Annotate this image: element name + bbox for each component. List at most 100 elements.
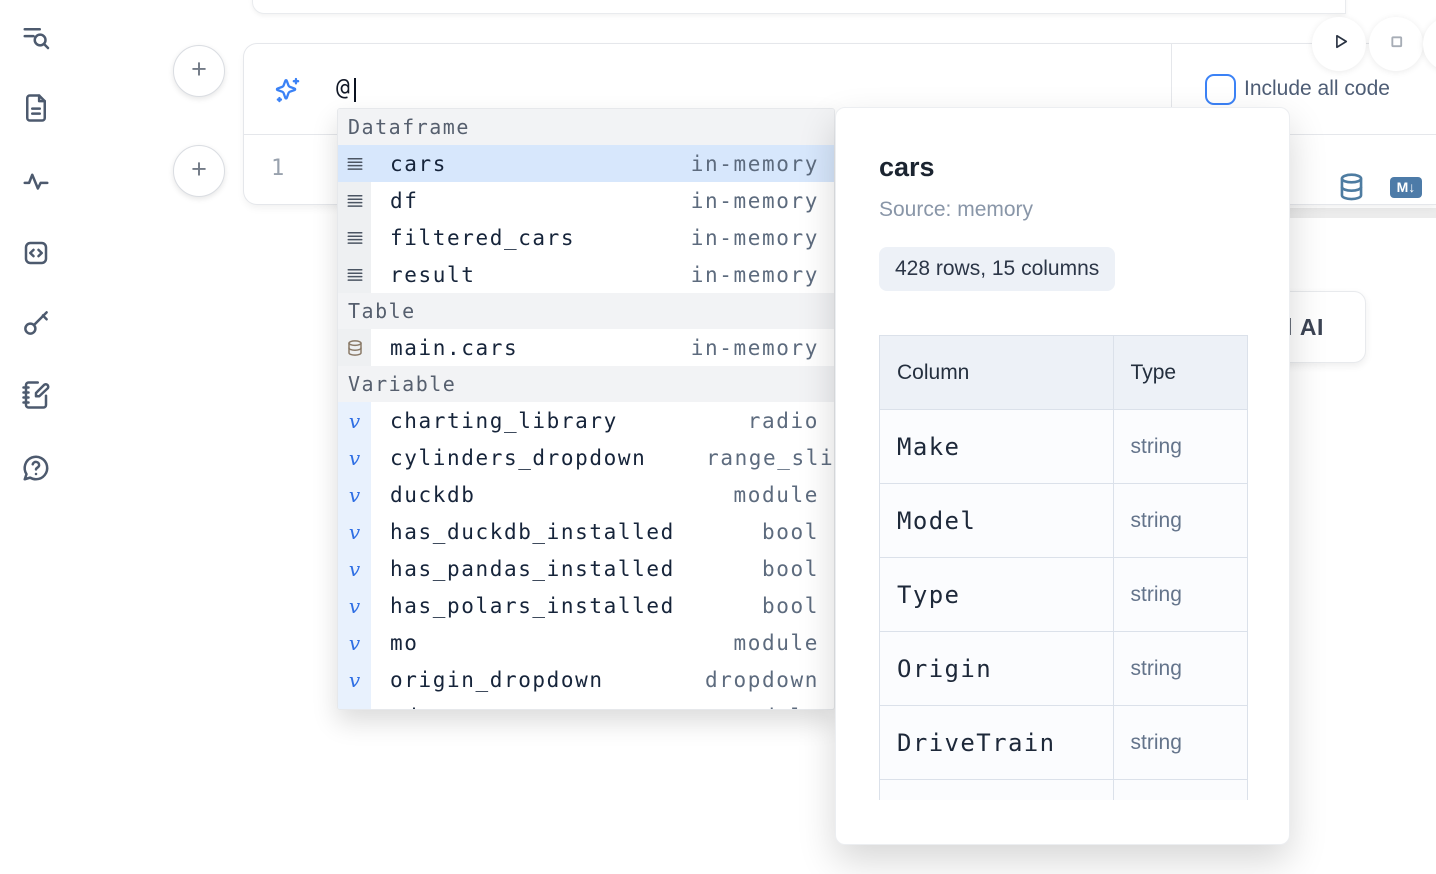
rows-icon [338, 219, 371, 256]
list-search-icon [21, 23, 51, 58]
autocomplete-item-df[interactable]: df in-memory [338, 182, 834, 219]
item-name: cars [390, 151, 447, 176]
schema-col-header: Column [879, 335, 1114, 410]
autocomplete-section-header: Dataframe [338, 109, 834, 145]
autocomplete-item-cylinders_dropdown[interactable]: v cylinders_dropdown range_slider [338, 439, 834, 476]
schema-column-name: Origin [879, 631, 1114, 706]
autocomplete-item-result[interactable]: result in-memory [338, 256, 834, 293]
item-name: has_duckdb_installed [390, 519, 675, 544]
item-name: mo [390, 630, 419, 655]
sidebar-file-button[interactable] [19, 93, 53, 127]
sparkles-icon [273, 76, 302, 105]
markdown-convert-button[interactable]: M↓ [1390, 177, 1422, 198]
schema-column-name: Make [879, 409, 1114, 484]
variable-icon: v [338, 476, 371, 513]
autocomplete-item-main.cars[interactable]: main.cars in-memory [338, 329, 834, 366]
item-type: module [733, 482, 819, 507]
item-type: bool [762, 593, 819, 618]
stop-icon [1384, 29, 1409, 59]
key-icon [21, 308, 51, 343]
add-cell-button-top[interactable]: + [173, 45, 225, 97]
sidebar-secrets-button[interactable] [19, 308, 53, 342]
item-type: in-memory [690, 151, 819, 176]
autocomplete-item-cars[interactable]: cars in-memory [338, 145, 834, 182]
sidebar-scratchpad-button[interactable] [19, 380, 53, 414]
autocomplete-item-filtered_cars[interactable]: filtered_cars in-memory [338, 219, 834, 256]
notebook-pen-icon [21, 380, 51, 415]
item-type: module [734, 705, 834, 710]
popup-shape-badge: 428 rows, 15 columns [879, 247, 1116, 291]
datasource-button[interactable] [1337, 172, 1366, 203]
item-name: main.cars [390, 335, 519, 360]
previous-cell-edge [252, 0, 1346, 14]
stop-button[interactable] [1374, 22, 1418, 66]
autocomplete-section-header: Variable [338, 366, 834, 402]
add-cell-button-bottom[interactable]: + [173, 145, 225, 197]
variable-icon: v [338, 661, 371, 698]
schema-column-type: string [1112, 631, 1248, 706]
autocomplete-item-pd[interactable]: v pd module [338, 698, 834, 710]
item-type: module [733, 630, 819, 655]
item-type: in-memory [690, 335, 819, 360]
item-type: radio [747, 408, 819, 433]
run-cell-button[interactable] [1317, 22, 1361, 66]
include-all-code-label: Include all code [1244, 77, 1390, 100]
item-name: has_polars_installed [390, 593, 675, 618]
item-type: in-memory [690, 262, 819, 287]
extra-toolbar-button[interactable] [1428, 22, 1436, 66]
popup-title: cars [879, 152, 935, 182]
variable-icon: v [338, 439, 371, 476]
ai-prompt-input[interactable]: @ [336, 75, 350, 101]
variable-icon: v [338, 402, 371, 439]
dataframe-detail-popup: cars Source: memory 428 rows, 15 columns… [835, 107, 1290, 845]
item-type: bool [762, 519, 819, 544]
sidebar-activity-button[interactable] [19, 166, 53, 200]
schema-type-header: Type [1112, 335, 1248, 410]
item-name: has_pandas_installed [390, 556, 675, 581]
sidebar-snippets-button[interactable] [19, 238, 53, 272]
include-all-code-checkbox[interactable] [1205, 74, 1236, 105]
play-icon [1327, 29, 1352, 59]
popup-source: Source: memory [879, 198, 1034, 221]
schema-column-name: Model [879, 483, 1114, 558]
schema-column-type: string [1112, 705, 1248, 780]
item-type: in-memory [690, 225, 819, 250]
item-type: in-memory [690, 188, 819, 213]
variable-icon: v [338, 587, 371, 624]
variable-icon: v [338, 550, 371, 587]
item-name: filtered_cars [390, 225, 576, 250]
item-type: range_slider [706, 445, 835, 470]
database-icon [338, 329, 371, 366]
item-name: cylinders_dropdown [390, 445, 647, 470]
item-name: df [390, 188, 419, 213]
item-name: pd [390, 705, 419, 710]
cell-bottom-band [1290, 208, 1436, 218]
item-name: result [390, 262, 476, 287]
file-text-icon [21, 93, 51, 128]
rows-icon [338, 256, 371, 293]
schema-column-type: string [1112, 557, 1248, 632]
code-square-icon [21, 238, 51, 273]
item-type: bool [762, 556, 819, 581]
variable-icon: v [338, 698, 371, 709]
sidebar-list-search-button[interactable] [19, 23, 53, 57]
variable-icon: v [338, 624, 371, 661]
rows-icon [338, 145, 371, 182]
schema-row-partial [879, 779, 1248, 800]
autocomplete-item-has_polars_installed[interactable]: v has_polars_installed bool [338, 587, 834, 624]
schema-column-type: string [1112, 409, 1248, 484]
sidebar-help-button[interactable] [19, 453, 53, 487]
autocomplete-item-has_pandas_installed[interactable]: v has_pandas_installed bool [338, 550, 834, 587]
